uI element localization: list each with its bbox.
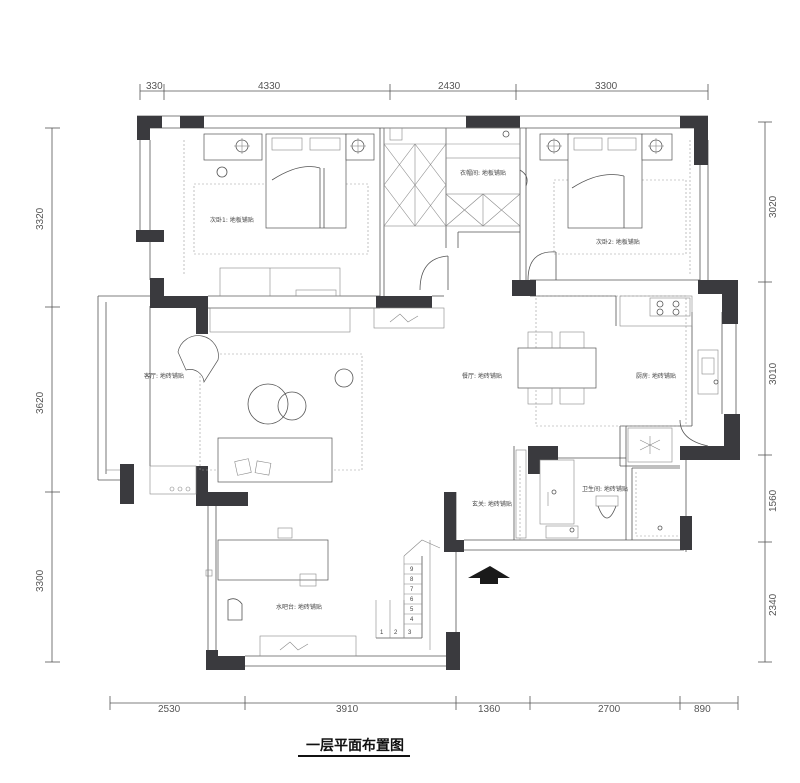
page-title: 一层平面布置图 xyxy=(306,737,404,754)
wall-column xyxy=(698,280,738,324)
wall-column xyxy=(150,278,208,334)
entry-arrow xyxy=(468,566,510,584)
bedroom2-furniture xyxy=(539,133,691,276)
dim-bottom-4: 2700 xyxy=(598,704,621,715)
staircase: 1 2 3 4 5 6 7 8 9 xyxy=(375,539,441,650)
wall-column xyxy=(466,116,520,128)
room-label-kitchen: 厨房: 地砖铺贴 xyxy=(636,372,676,380)
room-label-entry: 玄关: 地砖铺贴 xyxy=(472,500,512,508)
dim-right-4: 2340 xyxy=(768,593,779,616)
room-label-bedroom1: 次卧1: 地板铺贴 xyxy=(210,216,254,224)
dim-top-1: 330 xyxy=(146,81,163,92)
stair-step-label: 3 xyxy=(408,630,412,636)
dim-left-2: 3620 xyxy=(35,391,46,414)
dim-bottom-3: 1360 xyxy=(478,704,501,715)
wall-column xyxy=(180,116,204,128)
room-label-dining: 餐厅: 地砖铺贴 xyxy=(462,372,502,380)
wall-column xyxy=(136,230,164,242)
plan-title: 一层平面布置图 xyxy=(298,737,410,757)
wall-column xyxy=(680,414,740,460)
wall-column xyxy=(680,116,708,165)
wall-column xyxy=(206,650,245,670)
room-label-bedroom2: 次卧2: 地板铺贴 xyxy=(596,238,640,246)
wall-column xyxy=(444,492,464,552)
dim-right-2: 3010 xyxy=(768,362,779,385)
dim-top-4: 3300 xyxy=(595,81,618,92)
room-label-bath: 卫生间: 地砖铺贴 xyxy=(582,485,628,493)
wall-column xyxy=(196,466,248,506)
stair-step-label: 1 xyxy=(380,630,384,636)
room-label-tea: 水吧台: 地砖铺贴 xyxy=(276,603,322,611)
living-furniture xyxy=(106,307,445,495)
dim-left-1: 3320 xyxy=(35,207,46,230)
wall-column xyxy=(120,464,134,504)
dim-top-3: 2430 xyxy=(438,81,461,92)
stair-step-label: 5 xyxy=(410,607,414,613)
stair-step-label: 4 xyxy=(410,617,414,623)
wall-column xyxy=(137,116,162,140)
wall-column xyxy=(528,446,540,474)
entry-arrow-icon xyxy=(468,566,510,584)
dim-top-2: 4330 xyxy=(258,81,281,92)
dimension-labels: 330 4330 2430 3300 2530 3910 1360 2700 8… xyxy=(35,81,779,715)
bathroom-fixtures xyxy=(515,449,678,540)
cloakroom-furniture xyxy=(383,127,709,447)
kitchen-fixtures xyxy=(619,295,719,463)
stair-step-label: 6 xyxy=(410,597,414,603)
tea-room-furniture xyxy=(205,527,357,657)
bedroom1-furniture xyxy=(183,133,375,297)
wall-column xyxy=(446,632,460,670)
dim-left-3: 3300 xyxy=(35,569,46,592)
room-label-living: 客厅: 地砖铺贴 xyxy=(144,372,184,380)
wall-column xyxy=(376,296,432,308)
stair-step-label: 9 xyxy=(410,567,414,573)
stair-step-label: 7 xyxy=(410,587,414,593)
dining-furniture xyxy=(517,331,597,405)
dim-right-1: 3020 xyxy=(768,195,779,218)
stair-step-label: 2 xyxy=(394,630,398,636)
room-label-cloakroom: 衣帽间: 地板铺贴 xyxy=(460,169,506,177)
dim-bottom-1: 2530 xyxy=(158,704,181,715)
wall-columns xyxy=(120,116,740,670)
dim-bottom-5: 890 xyxy=(694,704,711,715)
room-labels: 次卧1: 地板铺贴 衣帽间: 地板铺贴 次卧2: 地板铺贴 客厅: 地砖铺贴 餐… xyxy=(144,169,676,611)
dim-bottom-2: 3910 xyxy=(336,704,359,715)
wall-column xyxy=(680,516,692,550)
dimension-lines xyxy=(45,84,772,710)
stair-step-label: 8 xyxy=(410,577,414,583)
dim-right-3: 1560 xyxy=(768,489,779,512)
wall-column xyxy=(512,280,536,296)
